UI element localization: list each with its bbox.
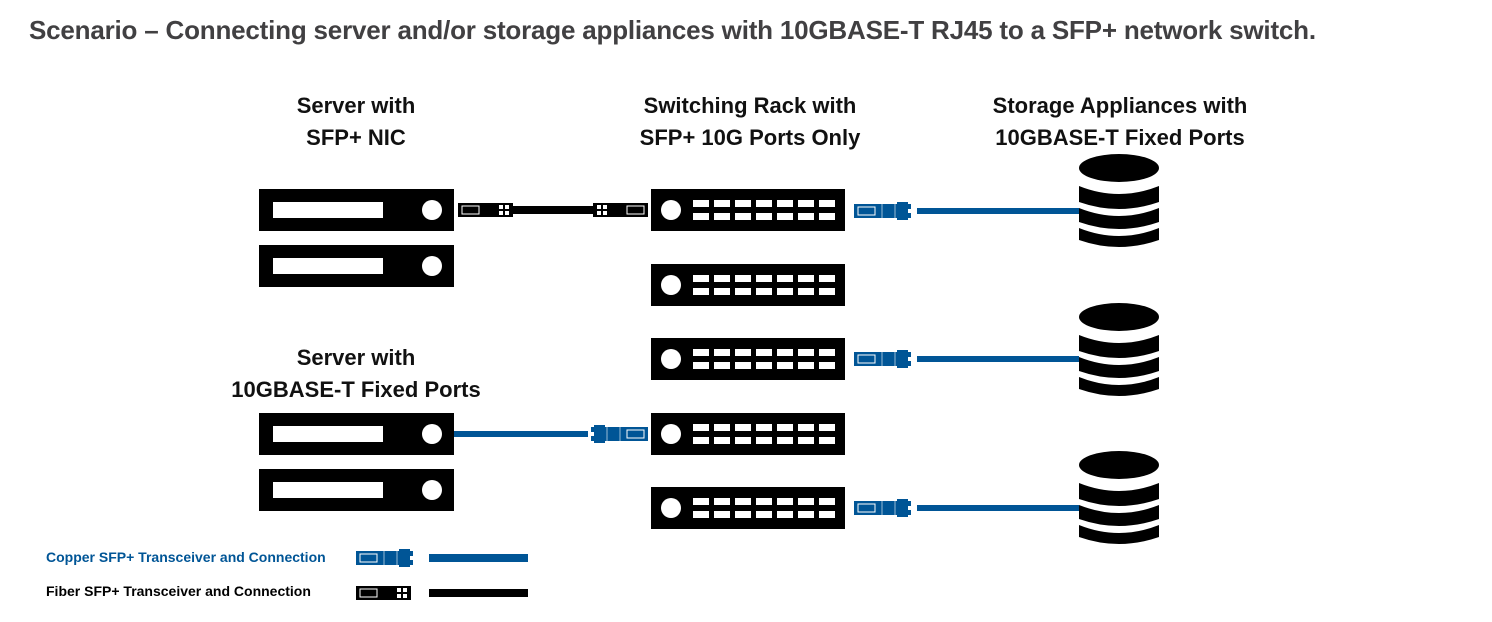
heading-switching-rack-line2: SFP+ 10G Ports Only xyxy=(639,125,861,150)
heading-server-10gbase-line2: 10GBASE-T Fixed Ports xyxy=(231,377,481,402)
heading-server-sfp-line2: SFP+ NIC xyxy=(306,125,406,150)
legend-copper-label: Copper SFP+ Transceiver and Connection xyxy=(46,549,326,565)
legend-fiber-symbol xyxy=(355,585,528,601)
connection-fiber-server-to-switch xyxy=(457,202,649,218)
connection-copper-switch1-to-storage1 xyxy=(853,201,1079,221)
connection-copper-switch5-to-storage3 xyxy=(853,498,1079,518)
heading-storage: Storage Appliances with 10GBASE-T Fixed … xyxy=(960,90,1280,154)
heading-server-10gbase-line1: Server with xyxy=(296,345,416,370)
connection-copper-switch3-to-storage2 xyxy=(853,349,1079,369)
heading-storage-line2: 10GBASE-T Fixed Ports xyxy=(995,125,1245,150)
legend-copper-symbol xyxy=(355,548,528,568)
diagram-title: Scenario – Connecting server and/or stor… xyxy=(29,15,1316,45)
legend-fiber-label: Fiber SFP+ Transceiver and Connection xyxy=(46,583,311,599)
switch-1 xyxy=(651,189,845,231)
storage-3 xyxy=(1079,451,1159,544)
connection-copper-server-to-switch4 xyxy=(454,424,649,444)
storage-1 xyxy=(1079,154,1159,247)
storage-2 xyxy=(1079,303,1159,396)
heading-server-sfp: Server with SFP+ NIC xyxy=(256,90,456,154)
server-sfp-1 xyxy=(259,189,454,231)
switch-2 xyxy=(651,264,845,306)
heading-storage-line1: Storage Appliances with xyxy=(992,93,1248,118)
heading-switching-rack: Switching Rack with SFP+ 10G Ports Only xyxy=(610,90,890,154)
heading-switching-rack-line1: Switching Rack with xyxy=(643,93,857,118)
switch-4 xyxy=(651,413,845,455)
switch-5 xyxy=(651,487,845,529)
server-10gbase-2 xyxy=(259,469,454,511)
heading-server-sfp-line1: Server with xyxy=(296,93,416,118)
server-10gbase-1 xyxy=(259,413,454,455)
heading-server-10gbase: Server with 10GBASE-T Fixed Ports xyxy=(206,342,506,406)
server-sfp-2 xyxy=(259,245,454,287)
switch-3 xyxy=(651,338,845,380)
